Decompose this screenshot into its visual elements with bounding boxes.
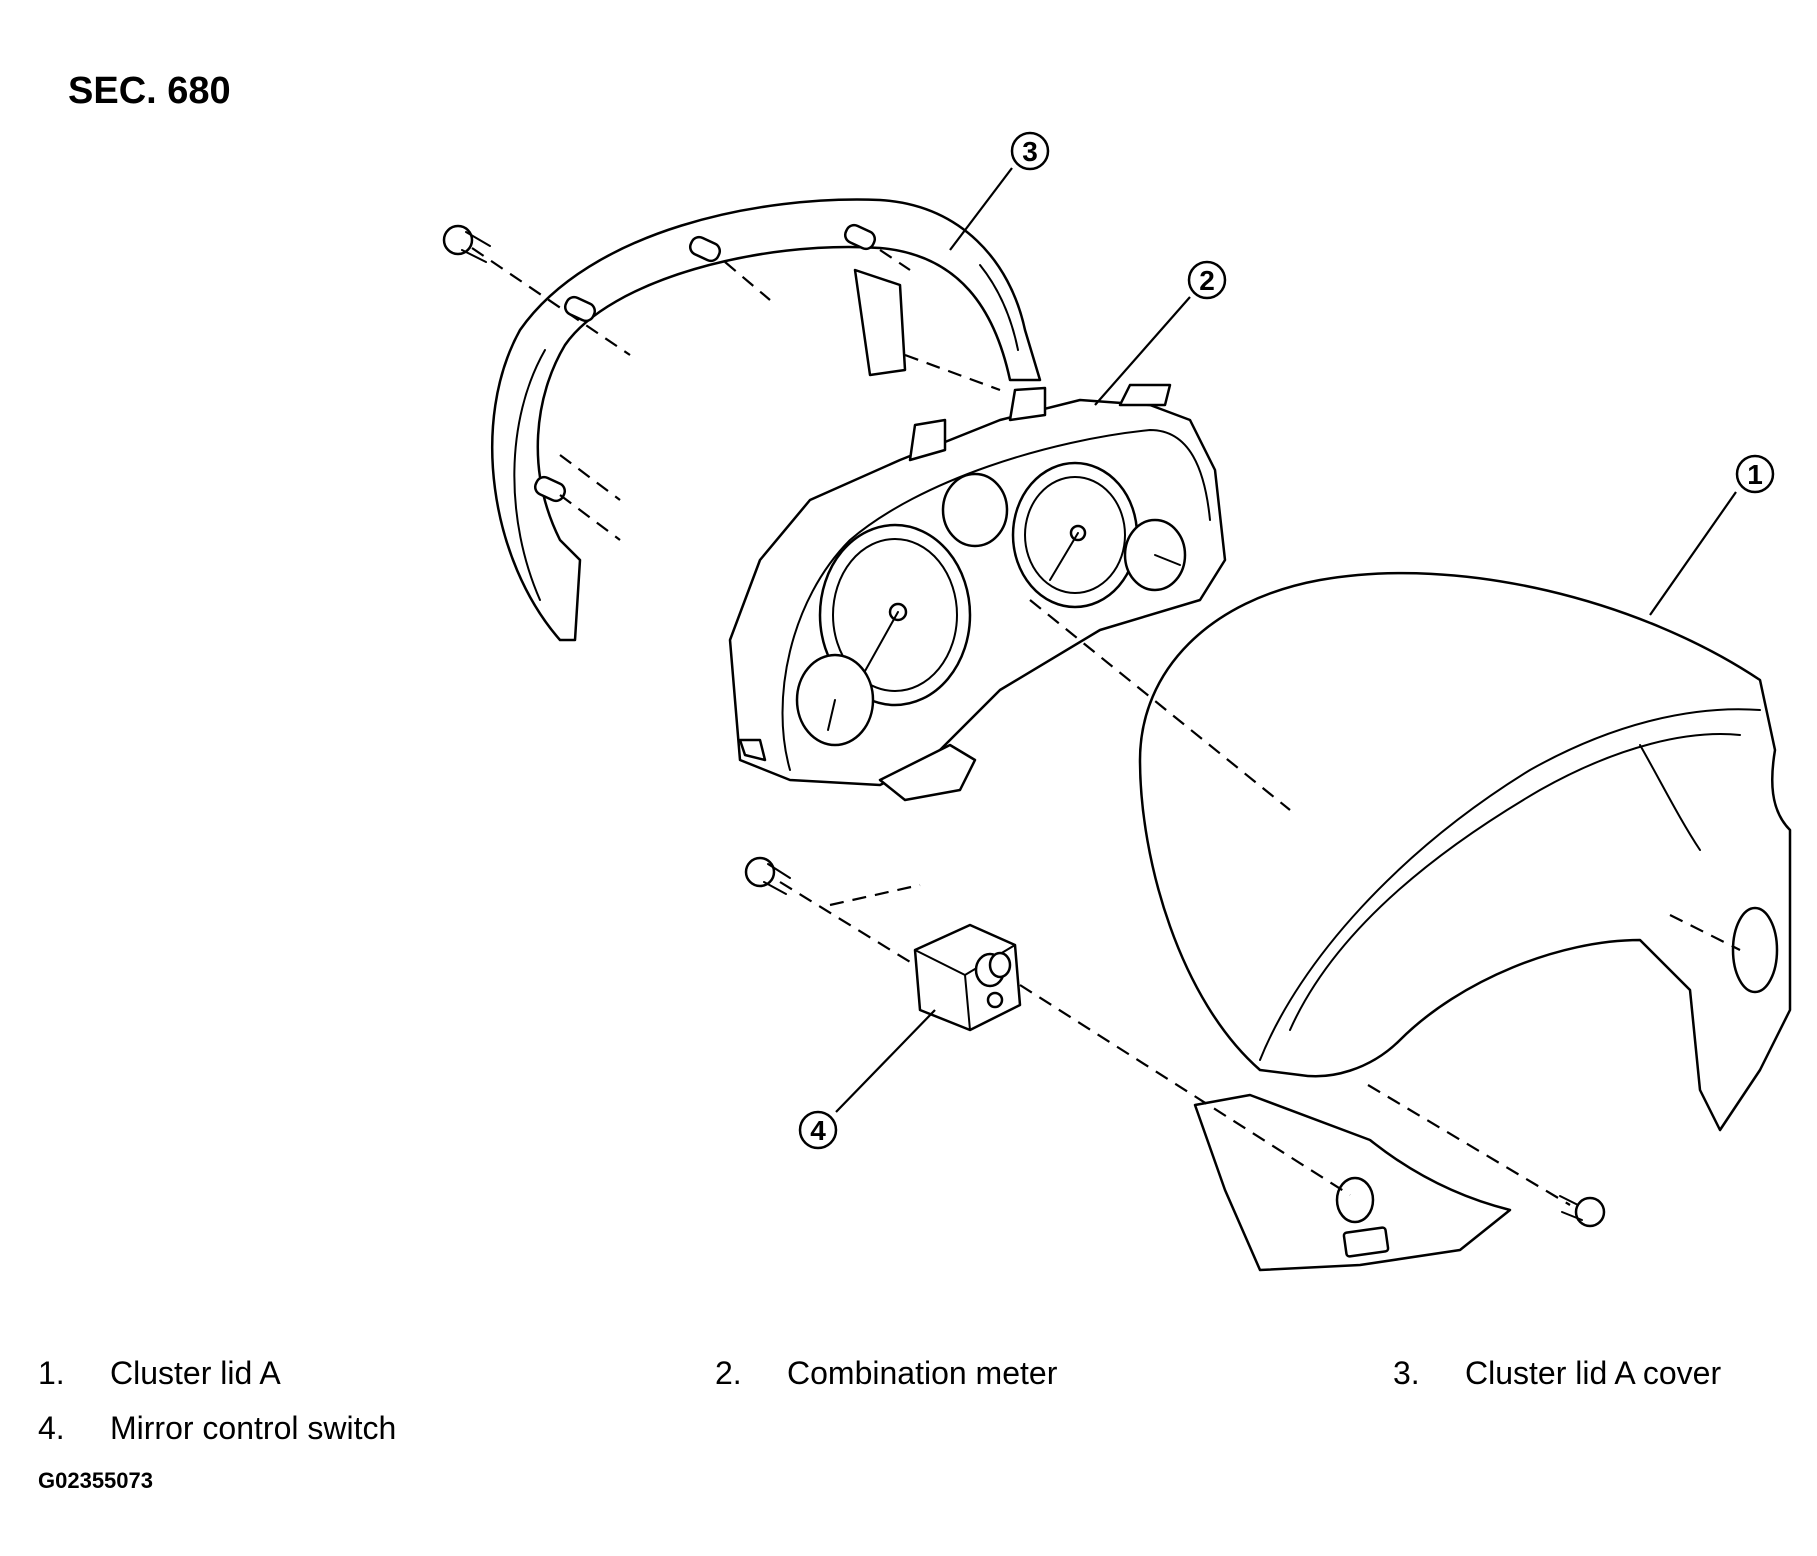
legend-number: 2.	[715, 1355, 742, 1391]
clip-switch	[744, 856, 791, 895]
clip-top-left	[442, 224, 491, 263]
callout-circle-2	[1187, 260, 1227, 300]
legend-item-1: 1. Cluster lid A	[38, 1355, 281, 1392]
callout-1: 1	[1747, 459, 1763, 490]
legend-item-2: 2. Combination meter	[715, 1355, 1057, 1392]
legend-item-4: 4. Mirror control switch	[38, 1410, 396, 1447]
leader-2	[1094, 296, 1191, 406]
legend-item-3: 3. Cluster lid A cover	[1393, 1355, 1721, 1392]
mirror-control-switch-part	[913, 923, 1022, 1032]
legend-number: 1.	[38, 1355, 65, 1391]
leader-3	[949, 167, 1013, 251]
cluster-lid-a-part	[1138, 571, 1792, 1272]
callout-4: 4	[810, 1115, 826, 1146]
callout-circle-3	[1010, 131, 1050, 171]
leader-4	[835, 1009, 936, 1113]
figure-id: G02355073	[38, 1468, 153, 1493]
callout-circle-4	[798, 1110, 838, 1150]
callout-circle-1	[1735, 454, 1775, 494]
legend-number: 3.	[1393, 1355, 1420, 1391]
section-title: SEC. 680	[68, 70, 231, 112]
callout-3: 3	[1022, 136, 1038, 167]
clip-lower-right	[1559, 1195, 1606, 1228]
leader-1	[1649, 491, 1737, 616]
callout-2: 2	[1199, 265, 1215, 296]
legend-label: Cluster lid A	[110, 1355, 281, 1391]
combination-meter-part	[728, 383, 1227, 802]
legend-label: Combination meter	[787, 1355, 1058, 1391]
legend-label: Cluster lid A cover	[1465, 1355, 1722, 1391]
legend-label: Mirror control switch	[110, 1410, 397, 1446]
cluster-lid-a-cover-part	[490, 198, 1042, 642]
assembly-lines	[471, 247, 1741, 1206]
legend-number: 4.	[38, 1410, 65, 1446]
